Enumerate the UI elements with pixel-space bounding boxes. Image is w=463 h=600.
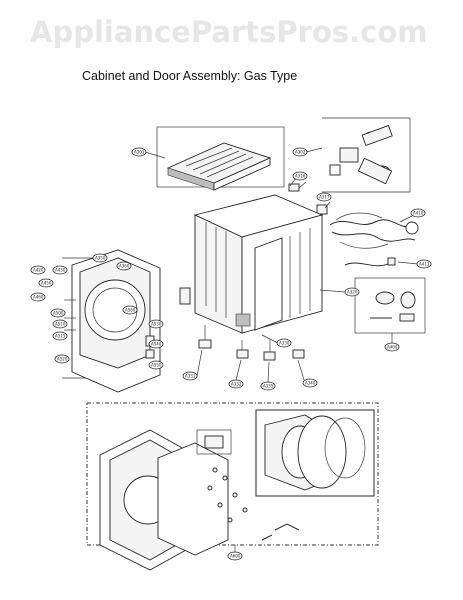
callout-A520: A520 [54, 354, 70, 364]
diagram-title: Cabinet and Door Assembly: Gas Type [82, 69, 298, 83]
callout-A332: A332 [228, 379, 244, 389]
callout-A600-label: A600 [230, 554, 241, 559]
callout-A430-label: A430 [55, 268, 66, 273]
callout-A331-label: A331 [185, 374, 196, 379]
callout-A515: A515 [52, 331, 68, 341]
callout-A330: A330 [276, 338, 292, 348]
watermark: AppliancePartsPros.com [30, 15, 428, 49]
callout-A316: A316 [292, 171, 308, 181]
callout-A460: A460 [30, 292, 46, 302]
callout-A411-label: A411 [419, 262, 430, 267]
callout-A550: A550 [148, 360, 164, 370]
callout-A411: A411 [416, 259, 432, 269]
callout-A316-label: A316 [295, 174, 306, 179]
callout-A540-label: A540 [151, 342, 162, 347]
callout-A450: A450 [38, 278, 54, 288]
callout-A460-label: A460 [33, 295, 44, 300]
callout-A540: A540 [148, 339, 164, 349]
callout-A410: A410 [410, 208, 426, 218]
callout-A410-label: A410 [413, 211, 424, 216]
callout-A301-label: A301 [134, 150, 145, 155]
callout-A420: A420 [30, 265, 46, 275]
callout-A330-label: A330 [279, 341, 290, 346]
callout-A420-label: A420 [33, 268, 44, 273]
callout-A400: A400 [384, 342, 400, 352]
callout-A510: A510 [52, 319, 68, 329]
callout-A560-label: A560 [125, 308, 136, 313]
callout-A340-label: A340 [305, 381, 316, 386]
callout-A400-label: A400 [387, 345, 398, 350]
callout-A302: A302 [292, 147, 308, 157]
leader-lines [144, 147, 419, 552]
callout-A320: A320 [344, 287, 360, 297]
callout-A302-label: A302 [295, 150, 306, 155]
callout-A360-label: A360 [119, 264, 130, 269]
callout-A335: A335 [260, 381, 276, 391]
wire-harness [329, 212, 419, 267]
callout-A450-label: A450 [41, 281, 52, 286]
callout-A500-label: A500 [53, 311, 64, 316]
front-panel [62, 249, 161, 393]
door-assembly [86, 402, 379, 571]
callout-A332-label: A332 [231, 382, 242, 387]
callout-A500: A500 [50, 308, 66, 318]
callout-A350-label: A350 [95, 256, 106, 261]
callout-A600: A600 [227, 551, 243, 561]
callout-A317: A317 [316, 192, 332, 202]
callout-A520-label: A520 [57, 357, 68, 362]
callout-A331: A331 [182, 371, 198, 381]
top-panel [156, 126, 285, 191]
callout-A301: A301 [131, 147, 147, 157]
cabinet-body [179, 194, 324, 361]
callout-A430: A430 [52, 265, 68, 275]
callout-A560: A560 [122, 305, 138, 315]
callout-A335-label: A335 [263, 384, 274, 389]
callout-A550-label: A550 [151, 363, 162, 368]
small-parts-top [288, 181, 331, 215]
callout-A320-label: A320 [347, 290, 358, 295]
exhaust-duct-kit [322, 117, 411, 193]
callout-A530: A530 [148, 319, 164, 329]
callout-A317-label: A317 [319, 195, 330, 200]
accessory-parts-box [354, 277, 426, 334]
callout-A360: A360 [116, 261, 132, 271]
callout-A350: A350 [92, 253, 108, 263]
callout-A530-label: A530 [151, 322, 162, 327]
callout-A340: A340 [302, 378, 318, 388]
callout-A510-label: A510 [55, 322, 66, 327]
callout-A515-label: A515 [55, 334, 66, 339]
